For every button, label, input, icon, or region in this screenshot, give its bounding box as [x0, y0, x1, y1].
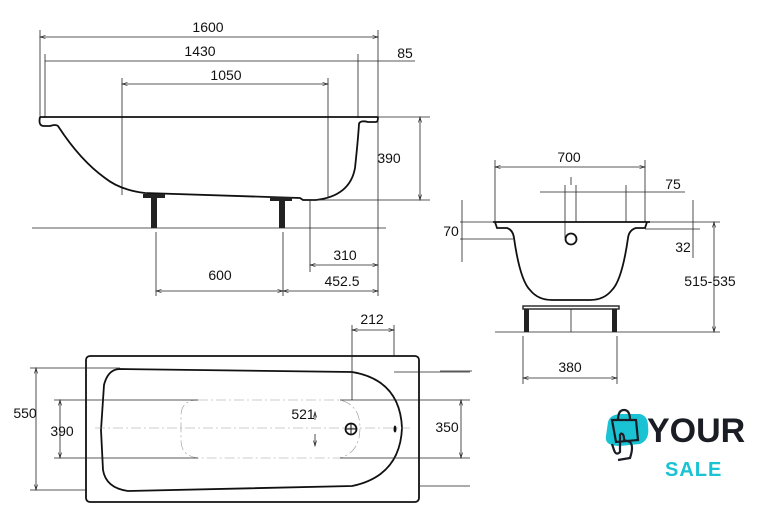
dim-515-535: 515-535	[684, 273, 736, 289]
shopping-bag-icon	[610, 418, 640, 444]
dim-85: 85	[397, 45, 413, 61]
tub-outline	[85, 355, 420, 503]
leg-right	[270, 197, 292, 228]
plan-view: 521 212 550 390 350	[13, 311, 470, 503]
overflow-hole	[564, 232, 578, 246]
dim-1050: 1050	[210, 67, 241, 83]
dim-600: 600	[208, 267, 232, 283]
leg-left	[143, 194, 165, 228]
tub-inner-bowl	[100, 368, 403, 492]
dim-212: 212	[360, 311, 384, 327]
drain-icon	[344, 422, 358, 436]
dim-75: 75	[665, 176, 681, 192]
your-sale-logo: YOUR SALE	[605, 408, 745, 481]
dim-1600: 1600	[192, 19, 223, 35]
tub-side-profile	[38, 116, 379, 201]
dim-452-5: 452.5	[324, 273, 359, 289]
dim-380: 380	[558, 359, 582, 375]
tub-bottom-area	[180, 399, 361, 459]
dim-310: 310	[333, 247, 357, 263]
dim-32: 32	[675, 239, 691, 255]
dim-550: 550	[13, 405, 37, 421]
dim-1430: 1430	[184, 43, 215, 59]
dim-390-plan: 390	[50, 423, 74, 439]
dim-521: 521	[291, 406, 315, 422]
overflow-marker	[393, 425, 397, 433]
end-leg-left	[524, 309, 529, 332]
end-leg-right	[612, 309, 617, 332]
dim-390: 390	[377, 150, 401, 166]
dim-700: 700	[557, 149, 581, 165]
tub-end-profile	[493, 221, 650, 301]
dim-350: 350	[435, 419, 459, 435]
dim-70: 70	[443, 223, 459, 239]
logo-your-text: YOUR	[647, 412, 745, 450]
support-frame	[522, 305, 620, 310]
logo-sale-text: SALE	[665, 459, 722, 481]
hand-pointer-icon	[610, 432, 634, 462]
end-view: 700 75 380 70 32 515-535	[440, 149, 736, 384]
side-view: 1600 1430 85 1050 390 310 600 452.5	[32, 19, 430, 296]
